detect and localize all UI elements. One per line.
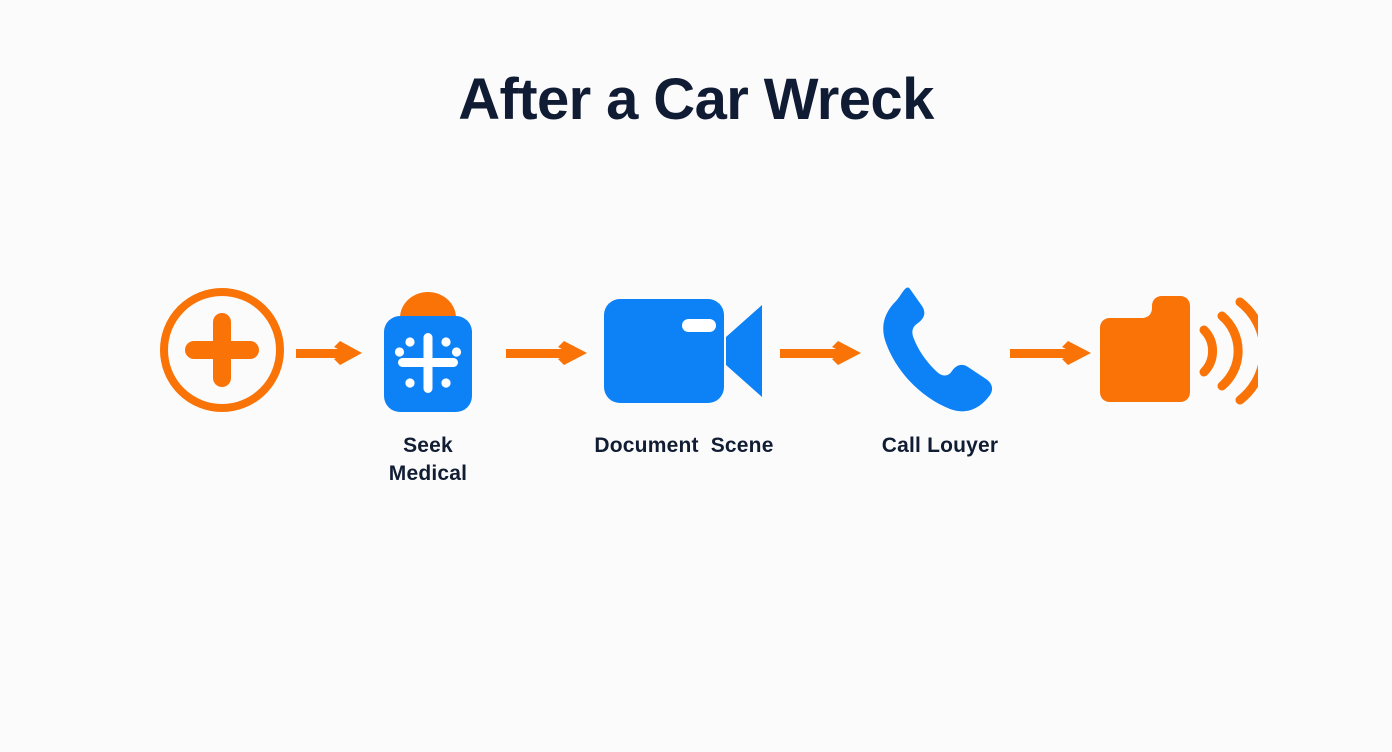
arrow-right-icon-2-svg [506,341,587,365]
plus-circle-icon-svg [160,288,284,412]
flow-step-2-label: Seek Medical [328,432,528,488]
arrow-right-icon-4 [1010,338,1095,368]
arrow-right-icon-4-svg [1010,341,1091,365]
medical-kit-icon-svg [384,292,472,412]
video-camera-icon-svg [603,298,762,403]
flow-step-4-label: Call Louyer [881,434,999,457]
process-flow: Seek Medical Document Scene [0,280,1392,510]
arrow-right-icon-2 [506,338,591,368]
folder-broadcast-icon-svg [1100,296,1258,405]
plus-circle-icon [122,280,322,420]
flow-step-3: Document Scene [584,280,784,510]
flow-step-1 [122,280,322,510]
medical-kit-icon [328,280,528,420]
phone-handset-icon [840,280,1040,420]
flow-step-2-label-line1: Seek [403,434,453,457]
flow-step-3-label: Document Scene [594,434,774,457]
flow-step-5 [1078,280,1278,510]
arrow-right-icon-3 [780,338,865,368]
flow-step-2: Seek Medical [328,280,528,510]
folder-broadcast-icon [1078,280,1278,420]
flow-step-4: Call Louyer [840,280,1040,510]
video-camera-icon [584,280,784,420]
phone-handset-icon-svg [883,287,993,412]
arrow-right-icon-1 [296,338,366,368]
page-title: After a Car Wreck [458,67,934,132]
arrow-right-icon-1-svg [296,341,362,365]
arrow-right-icon-3-svg [780,341,861,365]
flow-step-2-label-line2: Medical [388,461,468,485]
